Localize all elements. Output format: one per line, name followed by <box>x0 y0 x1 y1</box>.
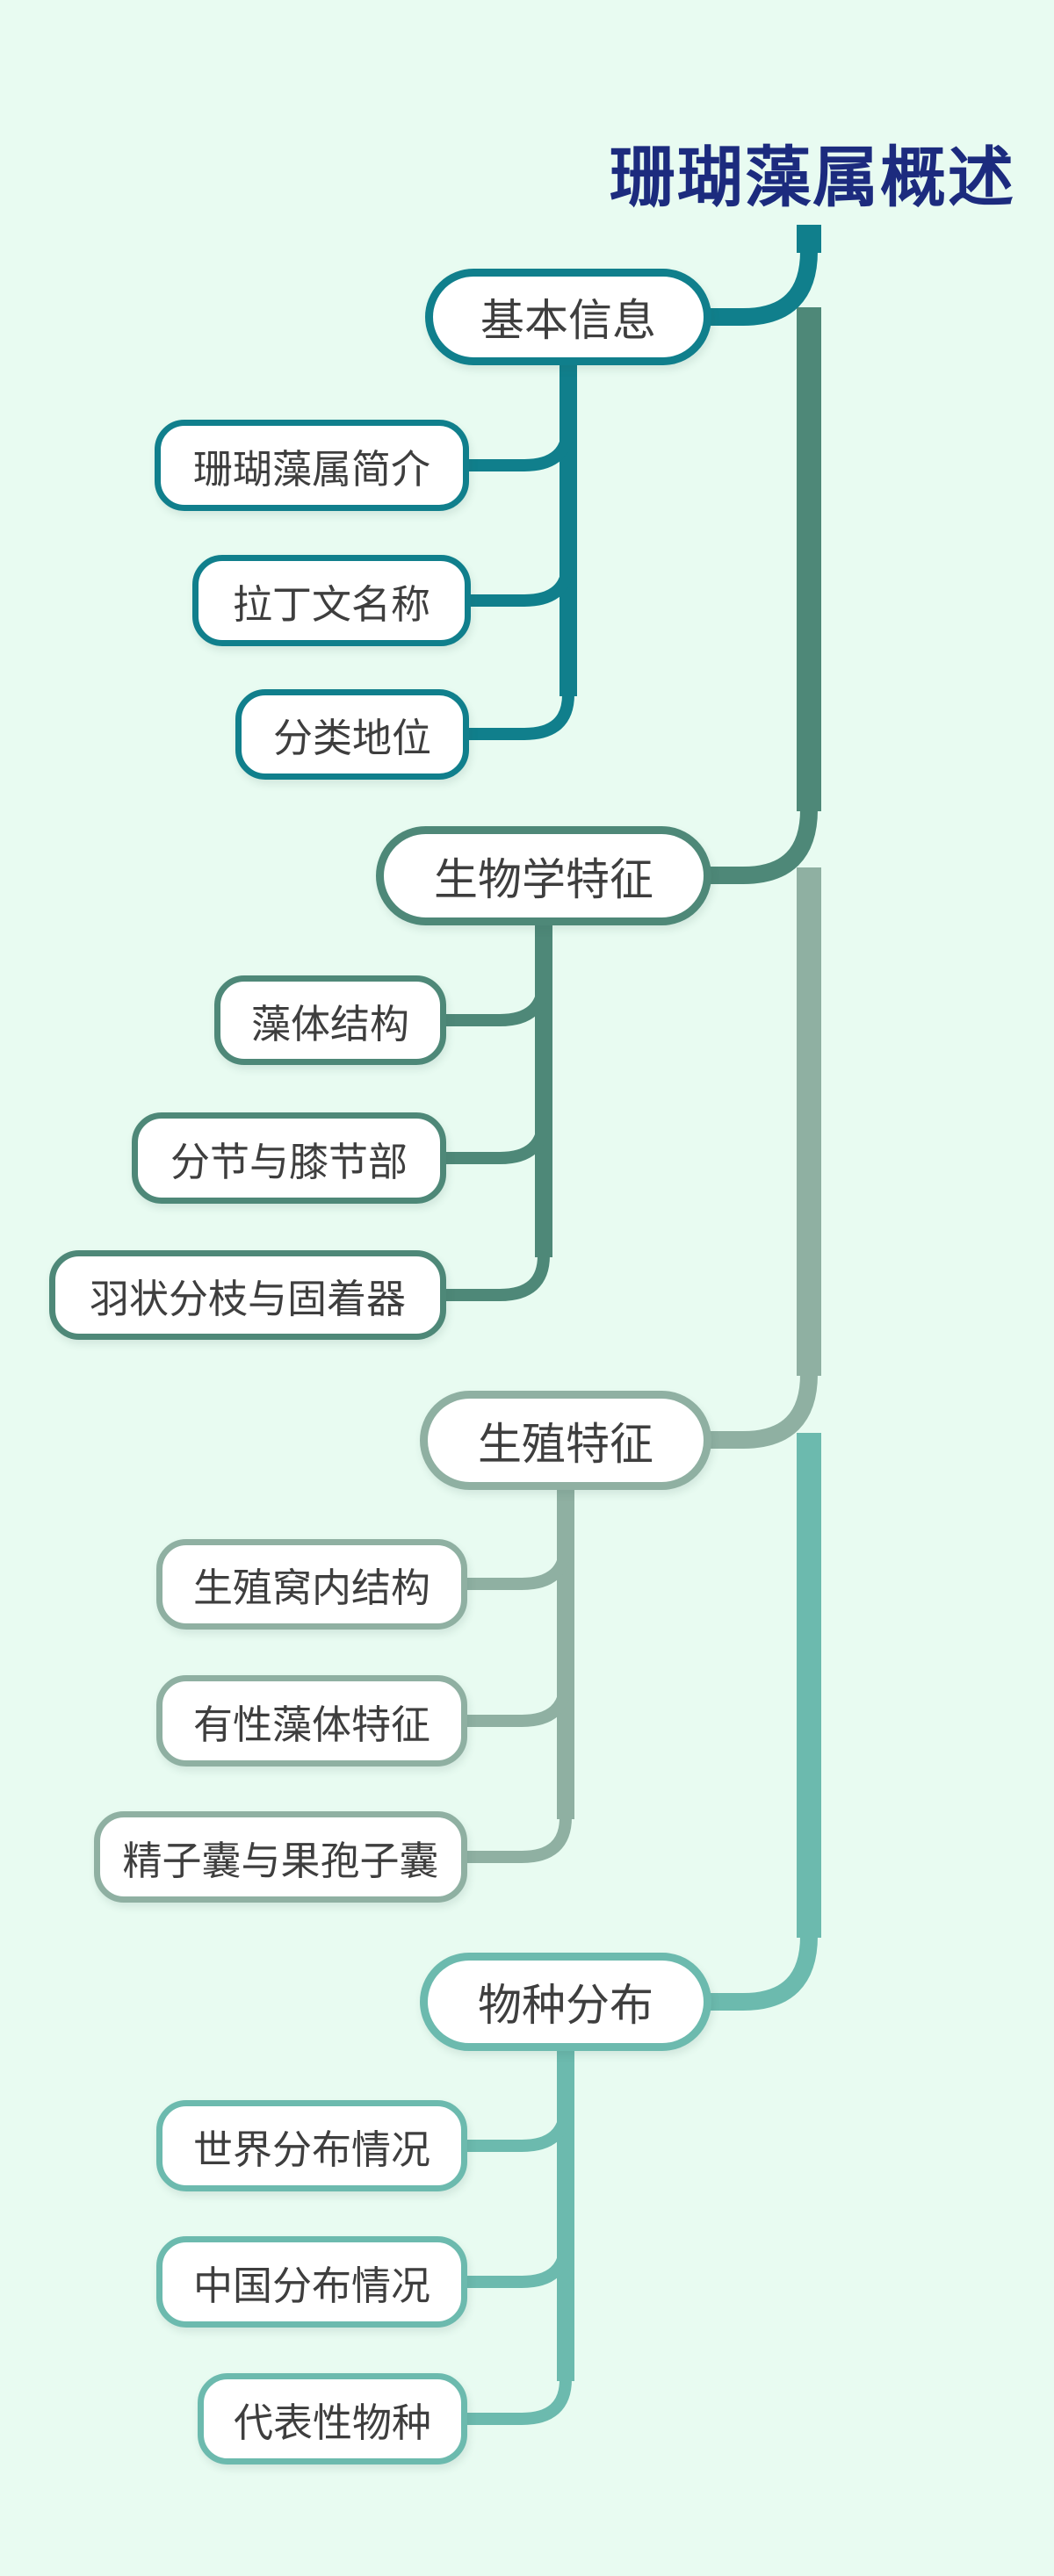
sub-node-spermatangia-carposporangia[interactable]: 精子囊与果孢子囊 <box>94 1811 467 1903</box>
sub-2-3-connector <box>441 1229 550 1301</box>
sub-1-2-connector <box>466 535 574 607</box>
sub-3-1-connector <box>462 1518 572 1590</box>
sub-4-1-connector <box>462 2080 572 2152</box>
sub-node-conceptacle-structure[interactable]: 生殖窝内结构 <box>156 1539 467 1630</box>
branch-2-connector <box>704 794 818 884</box>
sub-node-taxonomic-status[interactable]: 分类地位 <box>235 689 469 780</box>
sub-2-2-connector <box>441 1092 550 1164</box>
sub-node-representative-species[interactable]: 代表性物种 <box>198 2373 467 2464</box>
branch-3-connector <box>704 1358 818 1449</box>
sub-node-corallina-intro[interactable]: 珊瑚藻属简介 <box>155 420 469 511</box>
branch-4-connector <box>704 1920 818 2011</box>
sub-2-1-connector <box>441 954 550 1026</box>
branch-node-reproductive-features[interactable]: 生殖特征 <box>420 1391 711 1490</box>
sub-1-3-connector <box>464 668 574 740</box>
branch-node-biological-features[interactable]: 生物学特征 <box>376 826 711 925</box>
sub-node-thallus-structure[interactable]: 藻体结构 <box>214 975 446 1065</box>
branch-node-basic-info[interactable]: 基本信息 <box>425 269 711 365</box>
sub-1-1-connector <box>464 399 574 471</box>
sub-node-segments-geniculum[interactable]: 分节与膝节部 <box>132 1112 446 1204</box>
sub-node-world-distribution[interactable]: 世界分布情况 <box>156 2100 467 2191</box>
sub-4-2-connector <box>462 2216 572 2288</box>
sub-3-3-connector <box>462 1791 572 1863</box>
sub-node-pinnate-branches-holdfast[interactable]: 羽状分枝与固着器 <box>49 1250 446 1340</box>
sub-3-2-connector <box>462 1655 572 1727</box>
sub-node-sexual-thallus-features[interactable]: 有性藻体特征 <box>156 1675 467 1767</box>
sub-4-3-connector <box>462 2353 572 2425</box>
branch-node-species-distribution[interactable]: 物种分布 <box>420 1953 711 2051</box>
sub-node-china-distribution[interactable]: 中国分布情况 <box>156 2236 467 2328</box>
sub-node-latin-name[interactable]: 拉丁文名称 <box>192 555 471 646</box>
root-topic-title[interactable]: 珊瑚藻属概述 <box>609 140 1015 214</box>
branch-1-connector <box>704 235 818 326</box>
